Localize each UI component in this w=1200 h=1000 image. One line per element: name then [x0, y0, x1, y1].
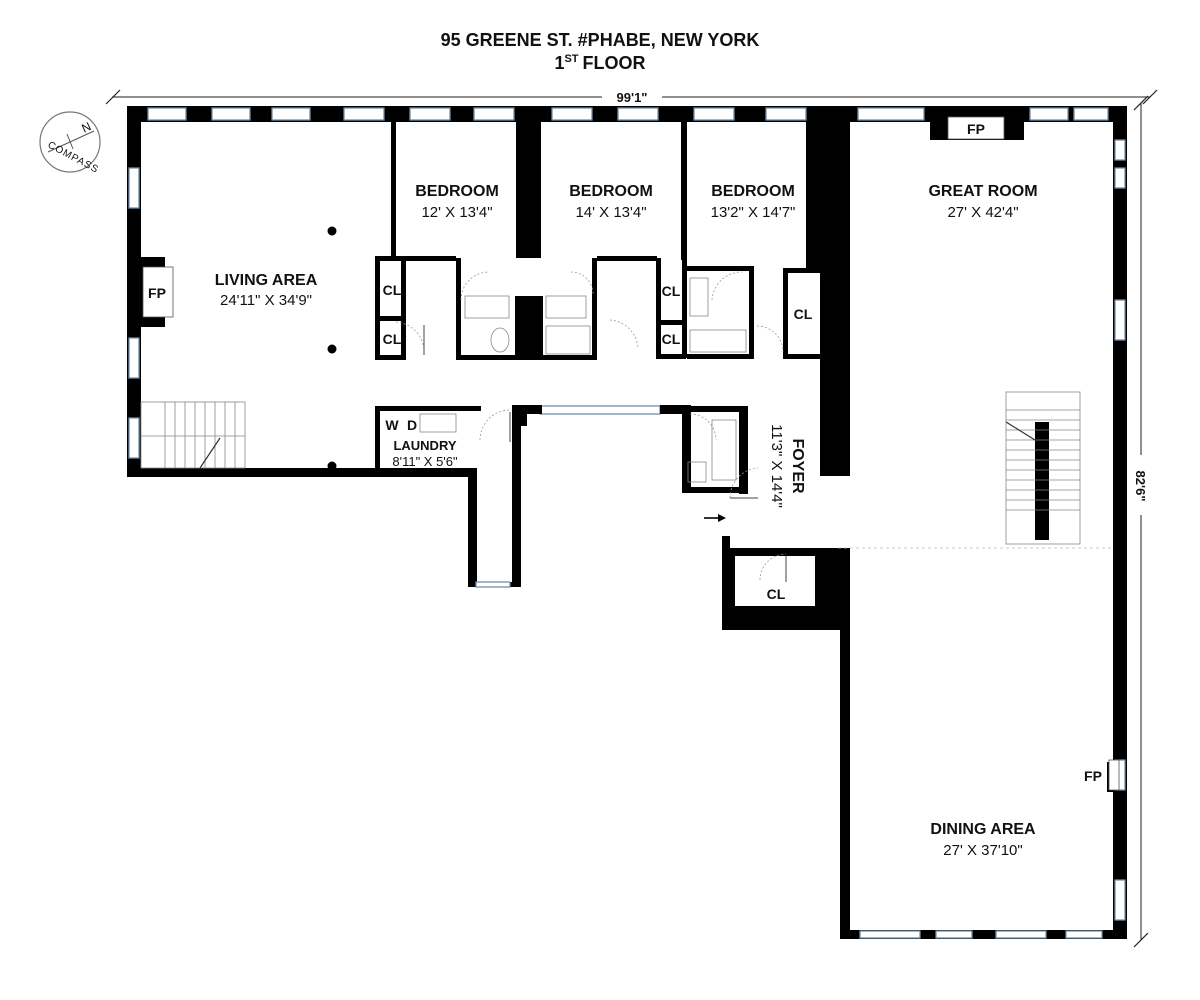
fireplace-living-label: FP: [148, 285, 166, 301]
closet-label: CL: [383, 282, 402, 298]
room-living-area: LIVING AREA 24'11" X 34'9": [215, 272, 318, 309]
bedroom-2-name: BEDROOM: [569, 183, 653, 200]
washer-label: W: [385, 417, 399, 433]
bedroom-1-name: BEDROOM: [415, 183, 499, 200]
entry-arrow-icon: [704, 514, 726, 522]
bedroom-3-name: BEDROOM: [711, 183, 795, 200]
compass-north: N: [79, 119, 93, 135]
fireplace-great-room-label: FP: [967, 121, 985, 137]
room-great-room: GREAT ROOM 27' X 42'4": [928, 183, 1037, 221]
stairs-living: [140, 401, 246, 469]
living-area-name: LIVING AREA: [215, 272, 318, 289]
depth-dimension: 82'6": [1131, 95, 1151, 948]
closet-label: CL: [767, 586, 786, 602]
room-dining-area: DINING AREA 27' X 37'10": [930, 821, 1036, 859]
bedroom-2-size: 14' X 13'4": [575, 204, 646, 221]
compass-label: COMPASS: [46, 140, 101, 176]
depth-dimension-label: 82'6": [1133, 471, 1148, 502]
dining-area-name: DINING AREA: [930, 821, 1036, 838]
room-foyer: FOYER 11'3" X 14'4": [768, 424, 806, 508]
address-title: 95 GREENE ST. #PHABE, NEW YORK: [441, 30, 760, 50]
closet-label: CL: [662, 331, 681, 347]
closet-label: CL: [662, 283, 681, 299]
laundry-size: 8'11" X 5'6": [392, 454, 458, 469]
fireplace-dining: FP: [1084, 759, 1120, 792]
bedroom-3-size: 13'2" X 14'7": [711, 204, 796, 221]
dryer-label: D: [407, 417, 417, 433]
windows: [128, 107, 1126, 939]
exterior-walls: [127, 106, 1127, 939]
fireplace-great-room: FP: [930, 116, 1024, 140]
room-bedroom-2: BEDROOM 14' X 13'4": [569, 183, 653, 221]
compass-icon: N COMPASS: [39, 111, 101, 176]
bath-fixtures: [419, 277, 747, 483]
width-dimension: 99'1": [105, 87, 1158, 105]
great-room-size: 27' X 42'4": [947, 204, 1018, 221]
bedroom-1-size: 12' X 13'4": [421, 204, 492, 221]
closet-label: CL: [794, 306, 813, 322]
doors: [395, 271, 1113, 582]
foyer-size: 11'3" X 14'4": [768, 424, 785, 508]
floor-number: 1: [554, 53, 564, 73]
room-bedroom-1: BEDROOM 12' X 13'4": [415, 183, 499, 221]
fireplace-living: FP: [141, 257, 174, 327]
floor-title: 1ST FLOOR: [554, 53, 645, 73]
interior-walls: [375, 122, 1049, 556]
fireplace-dining-label: FP: [1084, 768, 1102, 784]
closet-label: CL: [383, 331, 402, 347]
floor-word: FLOOR: [583, 53, 646, 73]
dining-area-size: 27' X 37'10": [943, 842, 1022, 859]
room-bedroom-3: BEDROOM 13'2" X 14'7": [711, 183, 796, 221]
laundry-name: LAUNDRY: [393, 438, 456, 453]
room-laundry: W D LAUNDRY 8'11" X 5'6": [385, 417, 458, 469]
foyer-name: FOYER: [789, 438, 806, 494]
stairs-great-room: [1005, 391, 1081, 545]
columns: [327, 226, 337, 471]
width-dimension-label: 99'1": [617, 90, 648, 105]
great-room-name: GREAT ROOM: [928, 183, 1037, 200]
floor-suffix: ST: [564, 53, 578, 65]
living-area-size: 24'11" X 34'9": [220, 292, 312, 309]
